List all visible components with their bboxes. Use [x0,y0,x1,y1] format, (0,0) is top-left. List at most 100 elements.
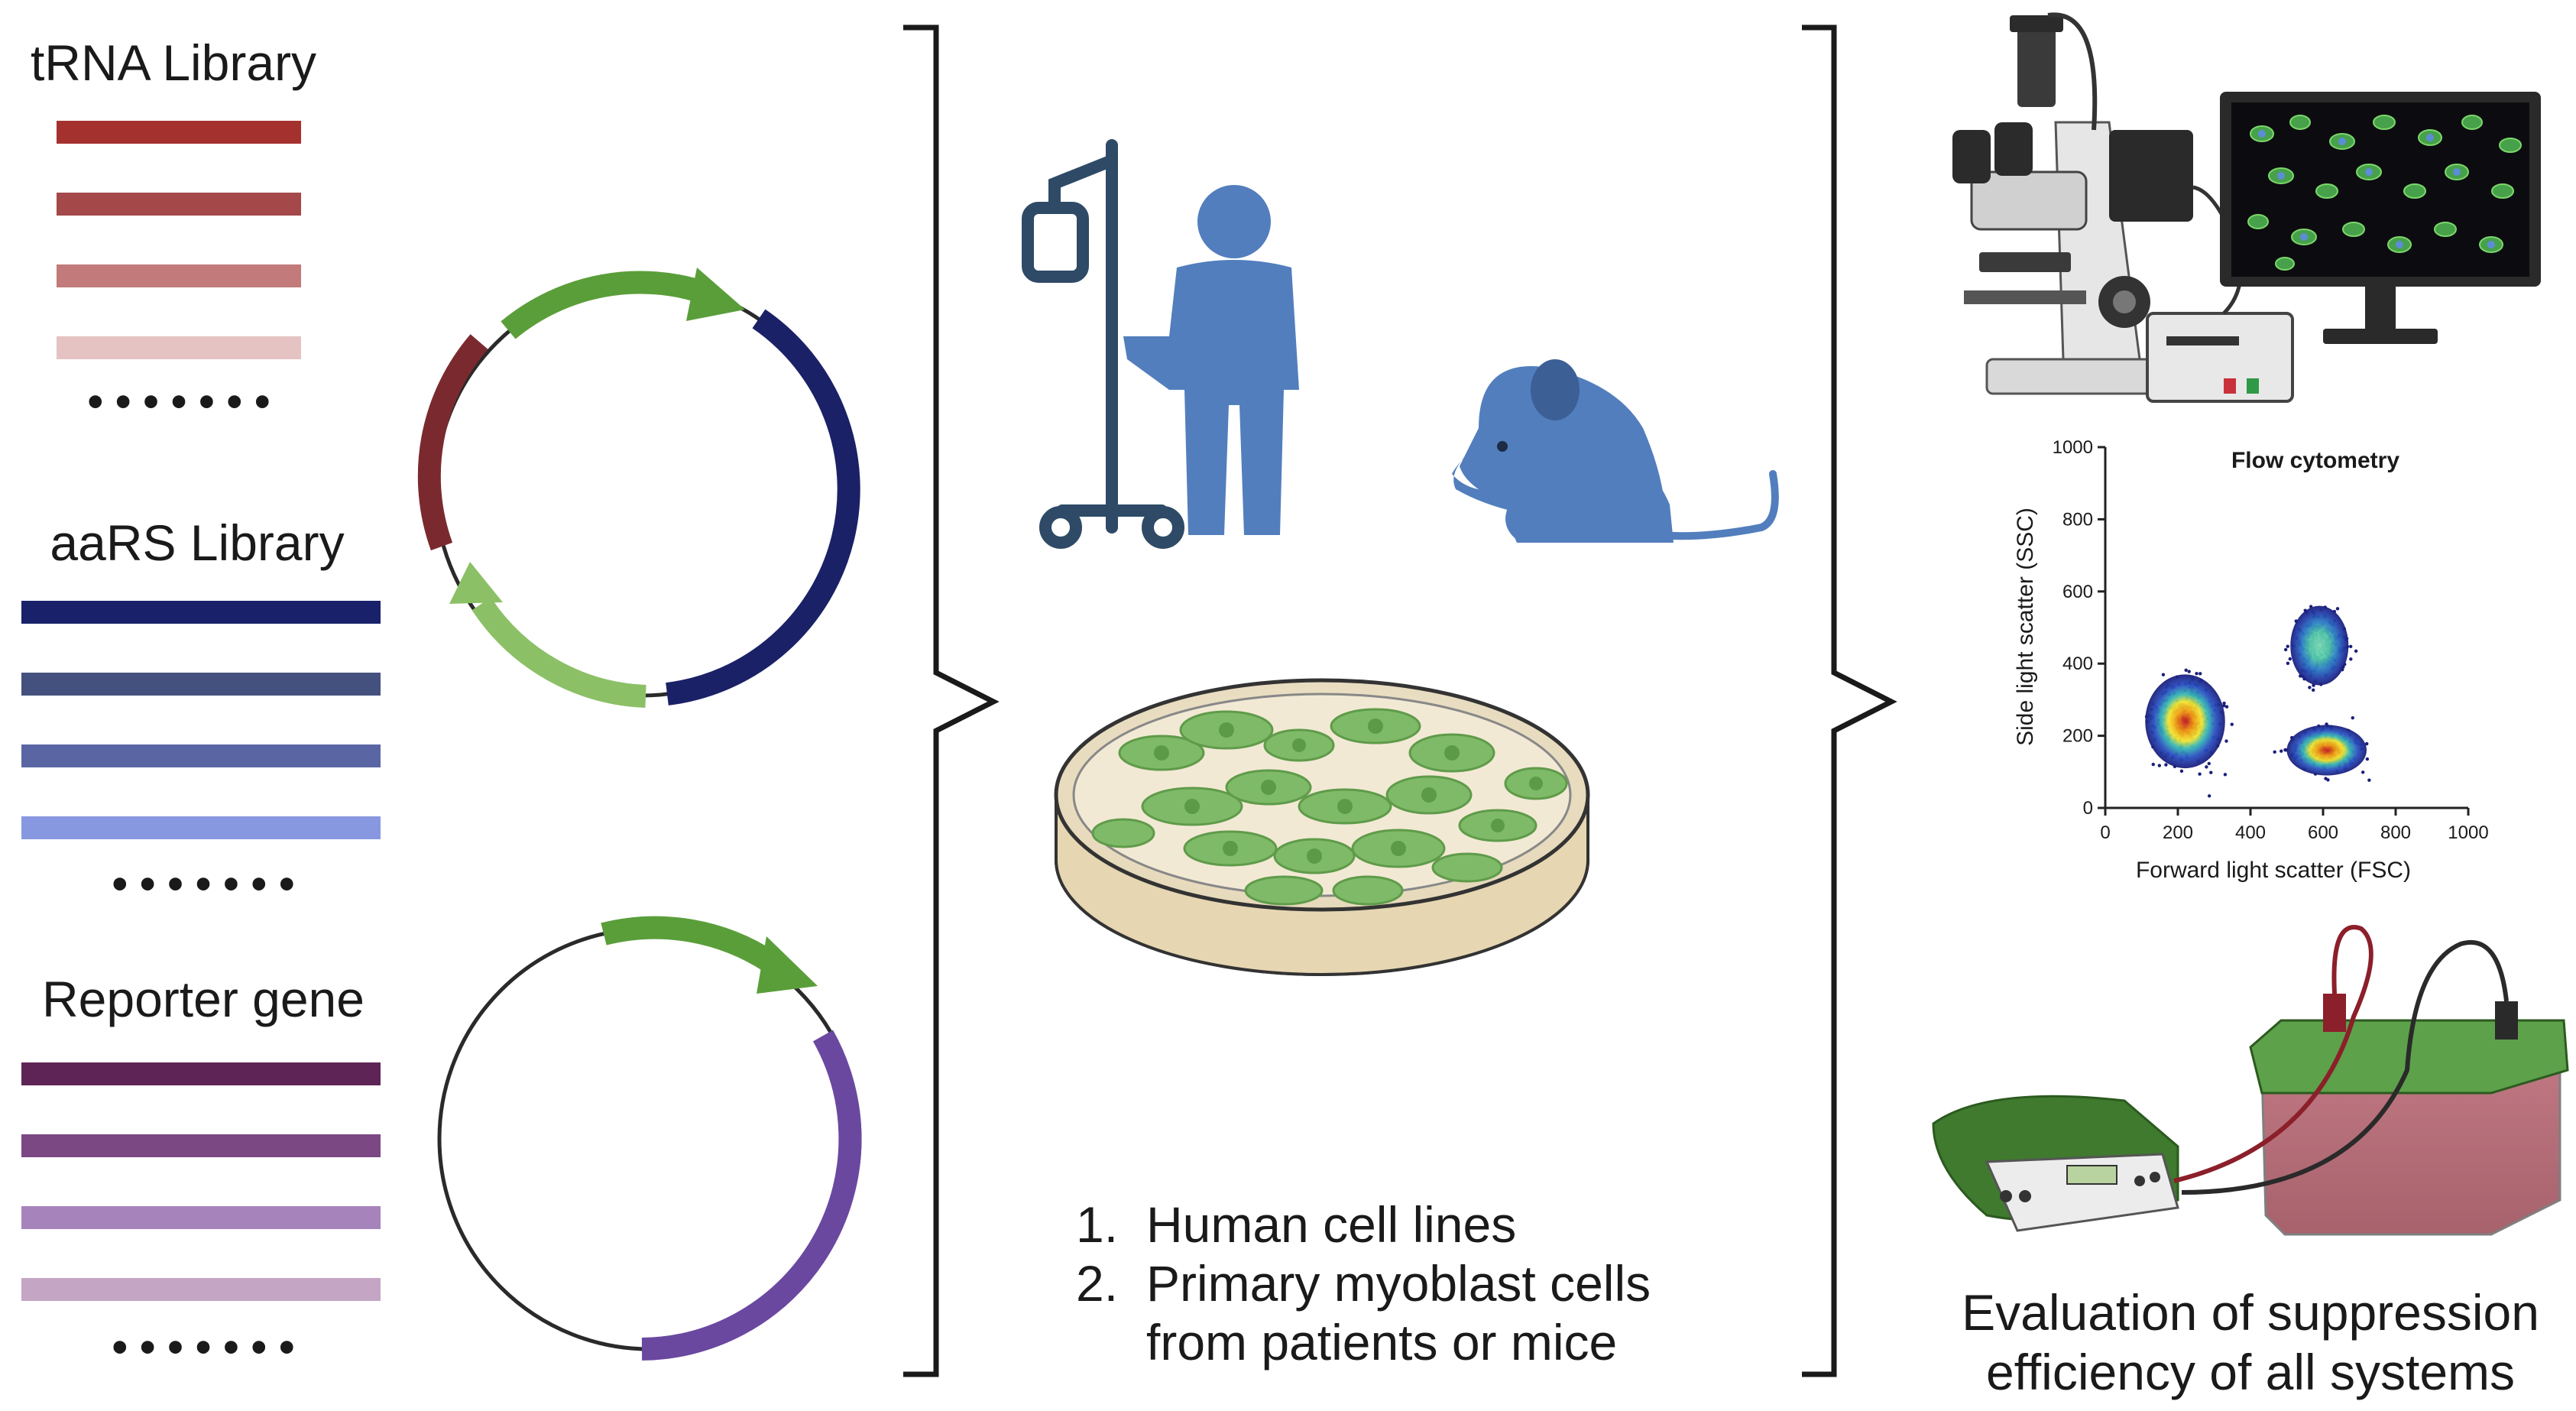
fluorescent-nuclei [2258,130,2495,248]
list-item-1-text: Human cell lines [1146,1196,1516,1253]
scatter-point [2354,649,2358,654]
aars-bar-2 [21,673,381,696]
microscope-icon [1952,12,2193,395]
reporter-bar-3 [21,1206,381,1229]
scatter-point [2365,757,2370,761]
plasmid-1-navy-segment [666,309,860,706]
aars-bar-4 [21,816,381,839]
scatter-point [2209,770,2213,774]
plasmid-2-purple-segment [641,1030,862,1361]
trna-bar-1 [57,121,301,144]
plasmid-1-green-arrowhead [686,268,745,321]
scatter-point [2280,749,2283,753]
reporter-ellipsis: • • • • • • • [112,1322,295,1372]
evaluation-caption-line-1: Evaluation of suppression [1962,1284,2539,1341]
scatter-point [2283,647,2288,652]
scatter-point [2223,773,2228,777]
list-item-1-number: 1. [1076,1196,1118,1253]
x-tick-label: 600 [2308,822,2338,843]
scatter-point [2365,741,2369,746]
scatter-point [2224,705,2229,709]
y-tick-label: 800 [2062,509,2093,530]
y-tick-label: 400 [2062,654,2093,674]
reporter-bar-1 [21,1062,381,1085]
iv-stand-icon [1022,139,1184,549]
cell-nuclei [1154,718,1543,864]
gel-electrophoresis-icon [1932,925,2569,1236]
left-brace [903,24,1000,1377]
middle-panel: 1. Human cell lines 2. Primary myoblast … [1022,139,1779,1370]
plasmid-2-green-arrow [601,916,779,973]
plasmid-1-green-arrow [501,271,711,339]
scatter-point [2324,777,2328,780]
petri-dish-icon [1054,678,1590,976]
trna-library-title: tRNA Library [31,34,316,91]
x-tick-label: 800 [2380,822,2411,843]
scatter-point [2349,657,2353,661]
scatter-point [2179,769,2184,774]
x-axis-label: Forward light scatter (FSC) [2136,858,2411,883]
plasmid-1-light-green-arrowhead [449,562,503,604]
scatter-point [2198,772,2202,776]
scatter-point [2151,762,2155,767]
scatter-point [2288,657,2292,661]
y-tick-label: 0 [2083,798,2093,819]
plasmid-2-diagram [437,916,862,1361]
trna-bar-4 [57,336,301,359]
plasmid-1-diagram [417,268,860,708]
scatter-point [2335,607,2340,611]
scatter-point [2164,763,2168,767]
x-tick-label: 1000 [2448,822,2488,843]
aars-bars [21,601,381,839]
population-cluster-2 [2290,605,2349,686]
scatter-point [2286,644,2289,648]
y-tick-label: 600 [2062,582,2093,602]
scatter-point [2286,661,2290,666]
reporter-gene-title: Reporter gene [42,971,365,1027]
aars-library-title: aaRS Library [50,514,344,571]
scatter-point [2207,794,2211,798]
y-tick-label: 200 [2062,726,2093,747]
mouse-icon [1452,359,1779,543]
chart-title: Flow cytometry [2231,448,2399,473]
trna-bar-3 [57,264,301,287]
patient-icon [1123,185,1299,535]
evaluation-caption-line-2: efficiency of all systems [1986,1344,2515,1400]
trna-bars [57,121,301,359]
scatter-point [2361,770,2365,774]
plasmid-2-green-arrowhead [757,936,818,994]
scatter-point [2187,670,2191,673]
scatter-point [2205,765,2208,769]
plasmid-1-light-green-arrow [471,597,646,708]
scatter-point [2367,778,2371,782]
scatter-point [2199,672,2202,676]
scatter-point [2157,764,2162,767]
x-tick-label: 200 [2163,822,2193,843]
population-cluster-3 [2286,725,2367,776]
y-axis-label: Side light scatter (SSC) [2013,508,2038,746]
scatter-point [2351,716,2354,720]
plasmid-1-red-segment [417,334,488,551]
scatter-point [2222,701,2226,706]
scatter-point [2161,673,2166,676]
scatter-point [2207,761,2211,766]
right-brace [1802,24,1897,1377]
trna-bar-2 [57,193,301,216]
reporter-bars [21,1062,381,1301]
trna-ellipsis: • • • • • • • [88,377,271,427]
x-tick-label: 400 [2235,822,2266,843]
monitor-icon [2220,92,2541,344]
scatter-point [2224,739,2228,743]
aars-ellipsis: • • • • • • • [112,859,295,909]
aars-bar-3 [21,744,381,767]
scatter-point [2230,722,2234,726]
scatter-point [2348,644,2353,648]
cell-source-list: 1. Human cell lines 2. Primary myoblast … [1076,1196,1651,1370]
list-item-2-text: Primary myoblast cells [1146,1255,1651,1312]
list-item-2-number: 2. [1076,1255,1118,1312]
scatter-point [2273,750,2276,754]
scatter-point [2308,686,2312,689]
